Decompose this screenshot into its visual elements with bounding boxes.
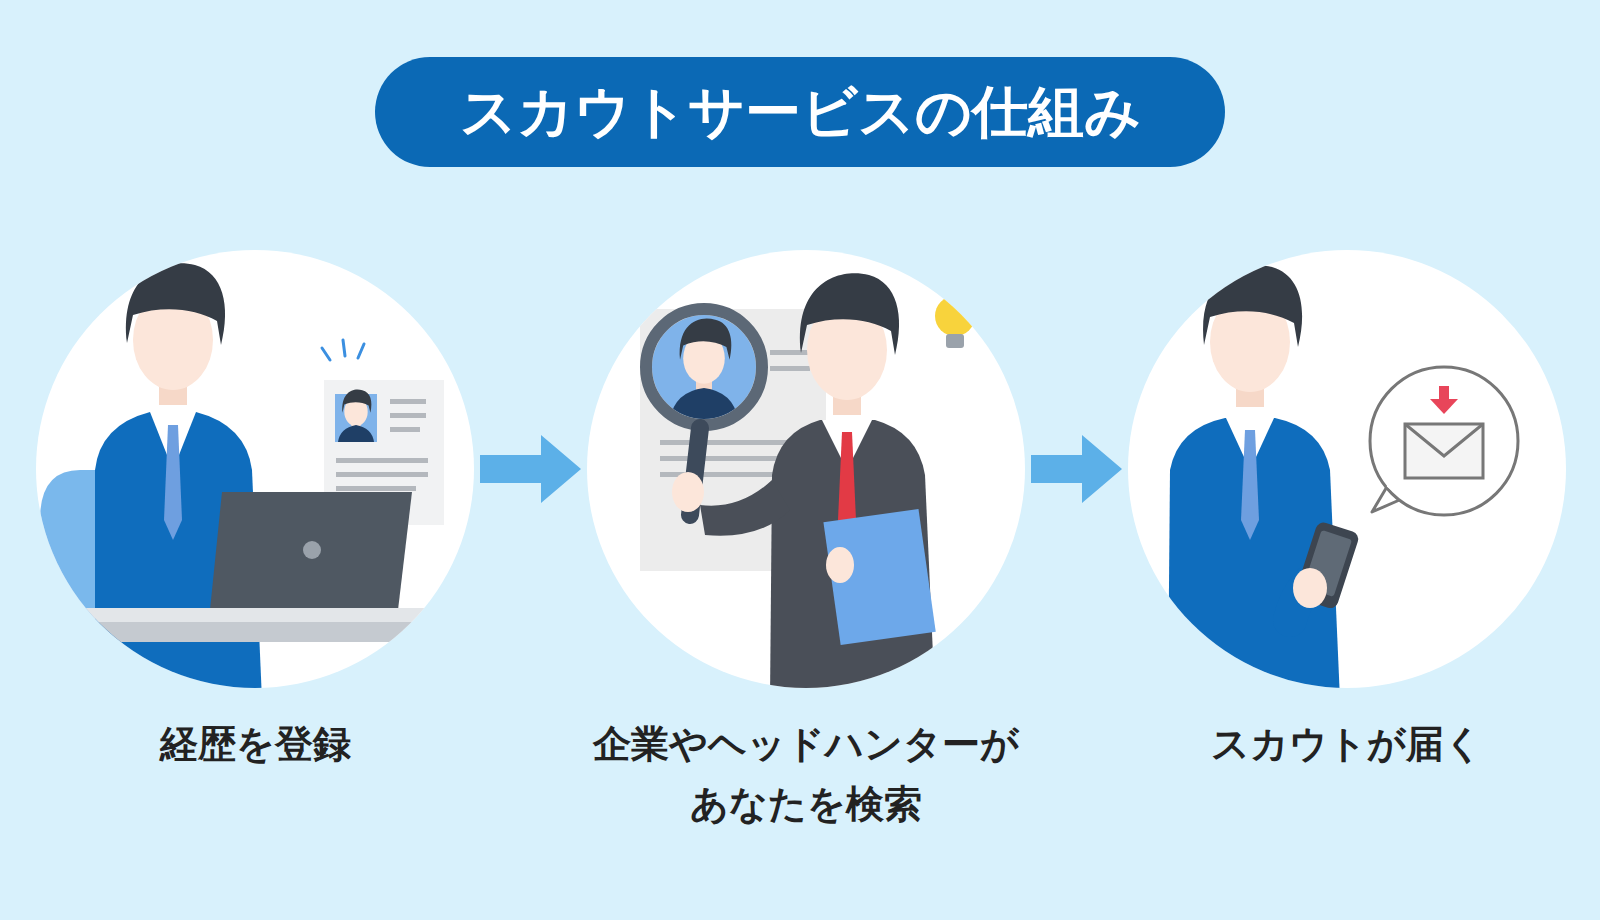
circle-outline — [36, 250, 474, 688]
step-label: 経歴を登録 — [30, 714, 480, 774]
flow-arrow — [1031, 435, 1122, 503]
circle-outline — [1128, 250, 1566, 688]
register-scene — [30, 263, 490, 700]
receive-scene — [1168, 265, 1518, 700]
title-pill: スカウトサービスの仕組み — [375, 57, 1225, 167]
step-circle: スカウトが届く — [1128, 250, 1566, 688]
step-circle: 経歴を登録 — [36, 250, 474, 688]
flow-arrow — [480, 435, 581, 503]
step-circle: 企業やヘッドハンターが あなたを検索 — [587, 250, 1025, 688]
step-label: 企業やヘッドハンターが あなたを検索 — [581, 714, 1031, 834]
diagram-title: スカウトサービスの仕組み — [375, 57, 1225, 167]
search-scene — [640, 272, 988, 700]
circle-outline — [587, 250, 1025, 688]
step-label: スカウトが届く — [1122, 714, 1572, 774]
